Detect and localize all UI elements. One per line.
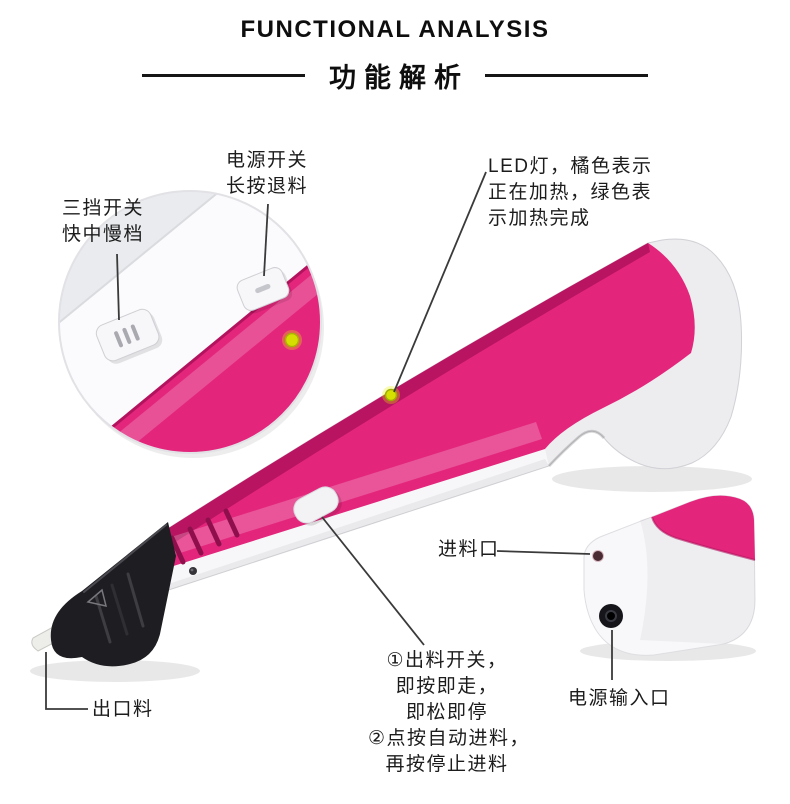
- leader-outlet: [45, 652, 88, 710]
- callout-discharge-line5: 再按停止进料: [385, 754, 509, 775]
- callout-power-input: 电源输入口: [568, 688, 671, 709]
- leader-power-switch: [263, 203, 269, 277]
- pen-pink-top-band: [150, 243, 650, 552]
- pen-bottom-shade: [95, 459, 549, 614]
- title-rule-left: [142, 74, 305, 77]
- callout-outlet: 出口料: [92, 699, 154, 720]
- notch-shadow: [547, 429, 606, 468]
- power-switch-button: [236, 267, 293, 314]
- callout-led: LED灯，橘色表示 正在加热，绿色表 示加热完成: [488, 154, 652, 232]
- gear-switch-button: [95, 308, 163, 364]
- discharge-button-face: [293, 486, 339, 524]
- rear-inset: [583, 495, 756, 656]
- callout-led-line3: 示加热完成: [488, 208, 591, 229]
- inset-top-edge: [59, 191, 271, 331]
- shadow-nozzle: [30, 660, 200, 682]
- inset-pink-shell: [60, 240, 321, 453]
- hot-warning-icon: [86, 588, 108, 607]
- power-input-pin: [605, 610, 617, 622]
- callout-gear-switch: 三挡开关 快中慢档: [62, 196, 144, 248]
- title-rule-right: [485, 74, 648, 77]
- pen-pink-shell: [126, 243, 695, 581]
- callout-gear-switch-line2: 快中慢档: [62, 224, 145, 245]
- vent-slits: [169, 508, 240, 565]
- rear-pink-shell: [652, 495, 755, 560]
- inset-pink-gloss: [66, 248, 321, 453]
- callout-led-line1: LED灯，橘色表示: [488, 156, 653, 177]
- pen-body: [31, 238, 743, 667]
- leader-feed-inlet: [496, 550, 591, 555]
- discharge-button: [293, 486, 342, 526]
- callout-discharge-line2: 即按即走，: [395, 676, 499, 697]
- page-title-en: FUNCTIONAL ANALYSIS: [240, 16, 550, 43]
- rear-pink-edge: [651, 516, 756, 561]
- inset-led-indicator: [284, 332, 300, 348]
- callout-discharge-switch: ①出料开关， 即按即走， 即松即停 ②点按自动进料， 再按停止进料: [368, 648, 531, 778]
- inset-border: [58, 190, 322, 454]
- callout-power-switch-line2: 长按退料: [226, 176, 309, 197]
- shadow-rear: [552, 466, 752, 492]
- callout-power-switch-line1: 电源开关: [226, 150, 309, 171]
- feed-inlet-hole: [592, 550, 604, 562]
- page-title-zh-row: 功能解析: [0, 56, 790, 95]
- callout-discharge-line3: 即松即停: [405, 702, 488, 723]
- screw: [189, 567, 197, 575]
- callout-discharge-line1: ①出料开关，: [386, 650, 508, 671]
- leader-led: [393, 171, 487, 393]
- pen-rear-shade: [545, 239, 742, 469]
- callout-power-switch: 电源开关 长按退料: [226, 148, 308, 200]
- page-title-zh: 功能解析: [329, 63, 469, 93]
- power-switch-mark-icon: [255, 283, 271, 294]
- header: FUNCTIONAL ANALYSIS 功能解析: [0, 16, 790, 95]
- leader-lines: [45, 171, 613, 710]
- screw-highlight: [190, 568, 194, 572]
- leader-gear-switch: [116, 253, 120, 321]
- led-indicator: [384, 388, 398, 402]
- callout-gear-switch-line1: 三挡开关: [62, 198, 145, 219]
- gear-switch-ridges-icon: [114, 324, 140, 348]
- leader-discharge: [321, 516, 425, 646]
- callout-feed-inlet: 进料口: [438, 539, 500, 560]
- callout-discharge-line4: ②点按自动进料，: [368, 728, 531, 749]
- callout-led-line2: 正在加热，绿色表: [488, 182, 653, 203]
